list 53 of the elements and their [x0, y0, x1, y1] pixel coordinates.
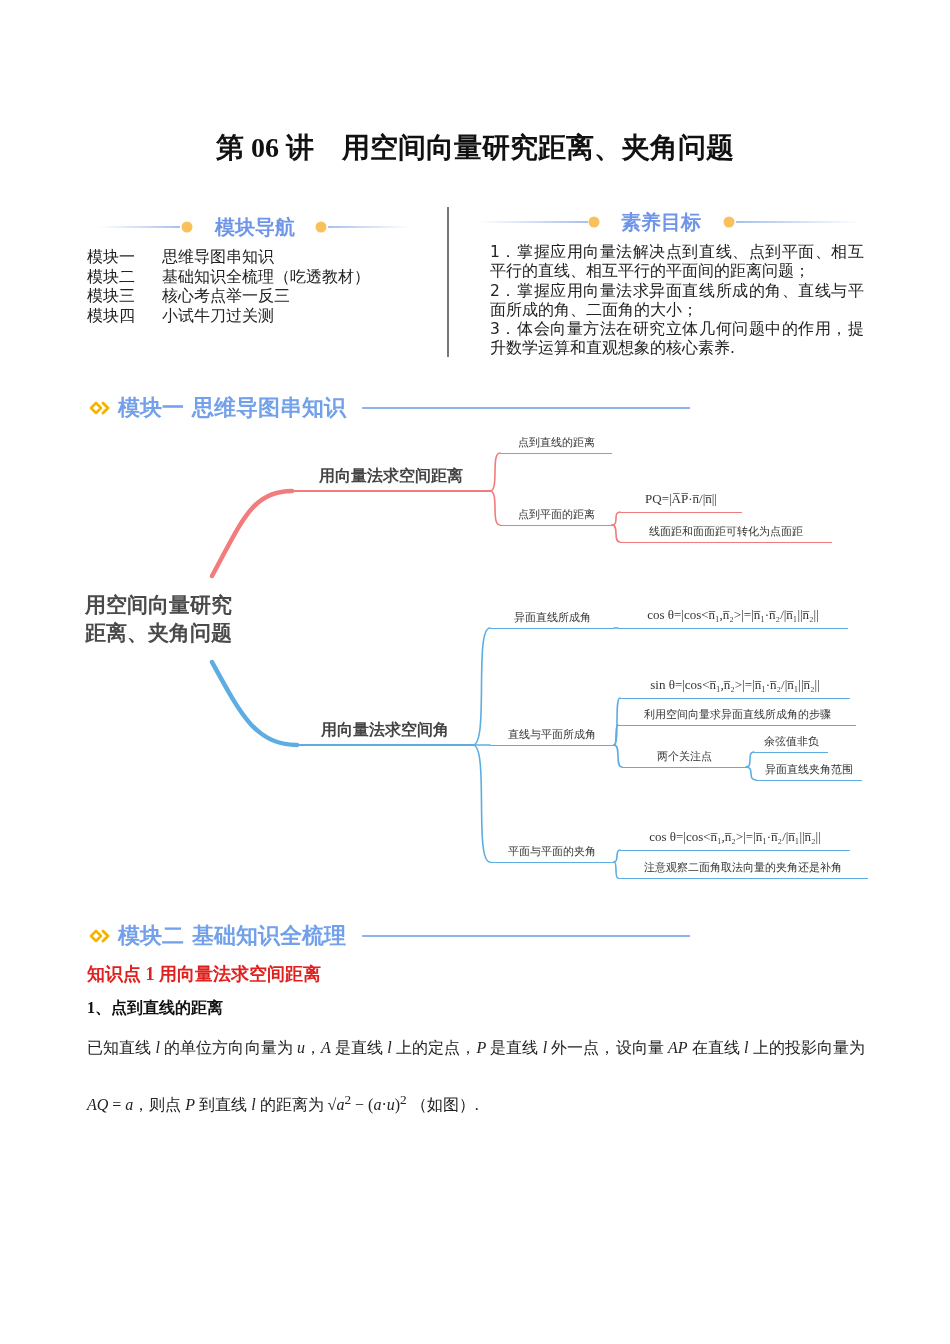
- module-title: 基础知识全梳理（吃透教材）: [162, 266, 370, 286]
- branch-connector: [209, 659, 300, 748]
- subtopic: 两个关注点: [622, 749, 746, 768]
- module-heading: 模块一 思维导图串知识: [118, 394, 346, 422]
- subheading: 1、点到直线的距离: [87, 998, 223, 1018]
- branch-connector: [613, 861, 619, 879]
- branch-connector: [489, 490, 501, 526]
- page-title: 第 06 讲 用空间向量研究距离、夹角问题: [216, 131, 734, 165]
- module-number: 模块一: [87, 247, 135, 266]
- module-title: 小试牛刀过关测: [162, 305, 274, 325]
- subtopic: 异面直线夹角范围: [756, 762, 862, 781]
- branch-connector: [613, 724, 619, 746]
- objective-item: 2．掌握应用向量法求异面直线所成的角、直线与平面所成的角、二面角的大小；: [490, 281, 864, 320]
- branch-connector: [472, 744, 491, 863]
- subtopic: 注意观察二面角取法向量的夹角还是补角: [618, 860, 868, 879]
- module-number: 模块四: [87, 305, 135, 325]
- section-heading: 素养目标: [621, 209, 701, 235]
- branch-connector: [613, 627, 619, 629]
- main-branch-topic: 用向量法求空间角: [297, 717, 473, 746]
- module-number: 模块二: [87, 266, 135, 286]
- branch-connector: [489, 452, 501, 492]
- branch-connector: [613, 744, 623, 768]
- module-title: 核心考点举一反三: [162, 286, 290, 305]
- branch-connector: [209, 488, 295, 579]
- subtopic: 异面直线所成角: [490, 610, 614, 629]
- subtopic: 直线与平面所成角: [490, 727, 614, 746]
- branch-connector: [611, 511, 621, 526]
- subtopic: 点到平面的距离: [500, 507, 612, 526]
- main-branch-topic: 用向量法求空间距离: [292, 463, 490, 492]
- subtopic: 线面距和面面距可转化为点面距: [620, 524, 832, 543]
- formula-topic: cos θ=|cos<n̅₁,n̅₂>|=|n̅₁·n̅₂/|n̅₁||n̅₂||: [620, 822, 850, 851]
- branch-connector: [472, 744, 491, 746]
- branch-connector: [745, 751, 755, 768]
- branch-connector: [613, 849, 621, 863]
- subtopic: 利用空间向量求异面直线所成角的步骤: [618, 707, 856, 726]
- body-paragraph: 已知直线 l 的单位方向向量为 u，A 是直线 l 上的定点，P 是直线 l 外一点，设向量 AP 在直线 l 上的投影向量为 AQ = a，则点 P 到直线 l 的距离为 √a$^{2}$ − (a·u)$^{2}$ （如图）.: [87, 1038, 865, 1116]
- subtopic: 点到直线的距离: [500, 435, 612, 454]
- section-heading: 模块导航: [215, 214, 295, 240]
- module-number: 模块三: [87, 286, 135, 305]
- module-heading: 模块二 基础知识全梳理: [118, 922, 346, 950]
- subtopic: 平面与平面的夹角: [490, 844, 614, 863]
- formula-topic: sin θ=|cos<n̅₁,n̅₂>|=|n̅₁·n̅₂/|n̅₁||n̅₂||: [620, 670, 850, 699]
- knowledge-point-heading: 知识点 1 用向量法求空间距离: [87, 963, 321, 986]
- branch-connector: [472, 627, 491, 746]
- objective-item: 3．体会向量方法在研究立体几何问题中的作用，提升数学运算和直观想象的核心素养.: [490, 320, 864, 358]
- objective-item: 1．掌握应用向量法解决点到直线、点到平面、相互平行的直线、相互平行的平面间的距离问题；: [490, 243, 864, 281]
- formula-topic: PQ=|A̅P̅·n̅/|n̅||: [620, 484, 742, 513]
- branch-connector: [611, 524, 621, 543]
- subtopic: 余弦值非负: [754, 734, 828, 753]
- module-title: 思维导图串知识: [162, 247, 274, 266]
- branch-connector: [745, 766, 757, 781]
- central-topic: 用空间向量研究距离、夹角问题: [85, 576, 245, 662]
- formula-topic: cos θ=|cos<n̅₁,n̅₂>|=|n̅₁·n̅₂/|n̅₁||n̅₂||: [618, 600, 848, 629]
